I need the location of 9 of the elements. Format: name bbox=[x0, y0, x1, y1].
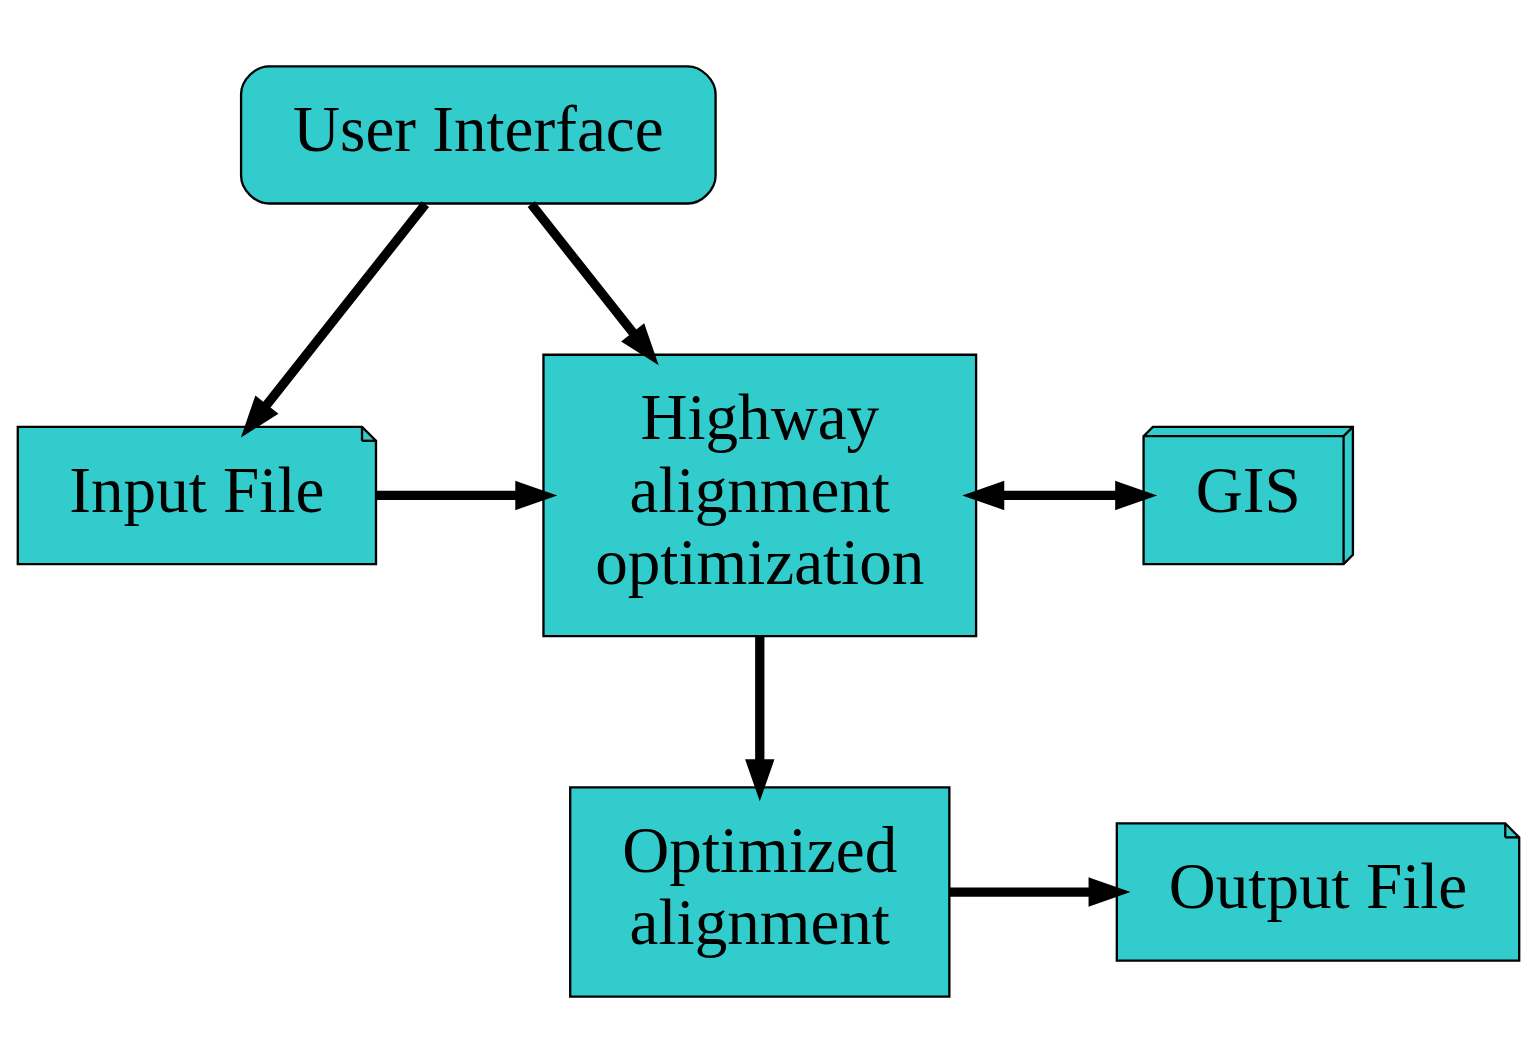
node-box: Optimized alignment bbox=[569, 785, 951, 998]
arrow bbox=[376, 480, 558, 510]
arrow bbox=[949, 876, 1131, 907]
arrow bbox=[527, 200, 659, 365]
arrow bbox=[962, 480, 1158, 510]
node-box: Highway alignment optimization bbox=[542, 353, 978, 637]
arrow bbox=[745, 636, 775, 801]
arrow bbox=[240, 200, 430, 437]
node-box: User Interface bbox=[239, 64, 717, 205]
